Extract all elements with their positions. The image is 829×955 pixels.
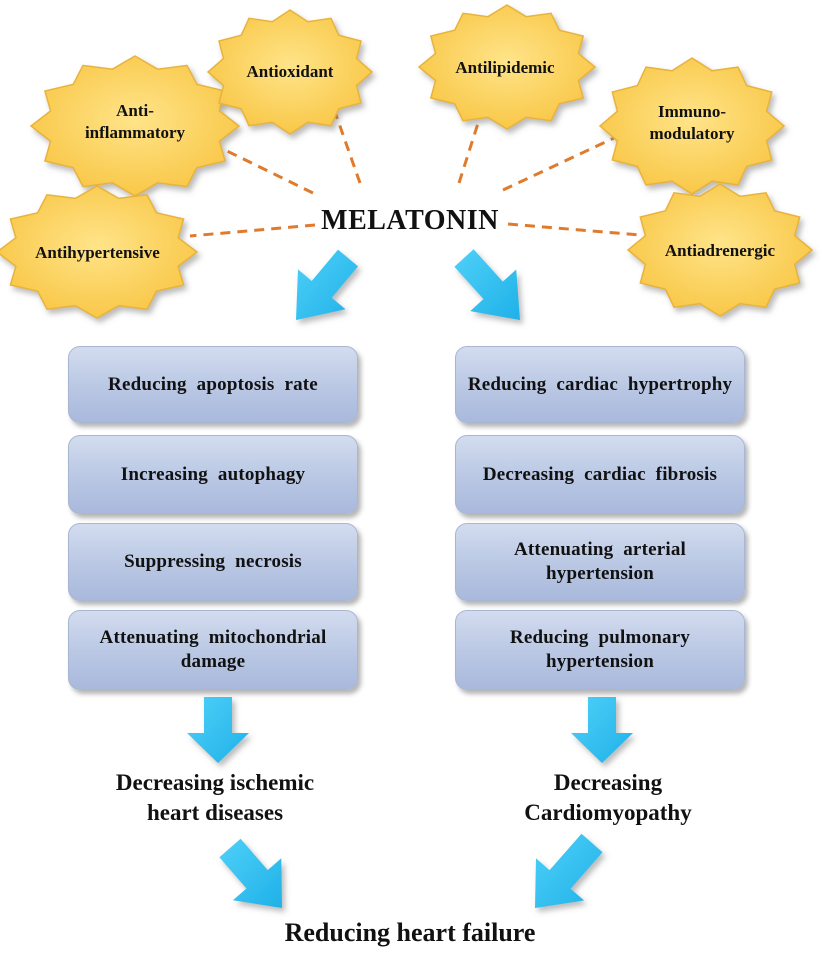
property-label-anti-inflammatory: Anti-inflammatory xyxy=(84,101,186,143)
star-shape-antiadrenergic xyxy=(626,183,814,317)
connector-immunomodulatory xyxy=(502,136,615,192)
arrow-left-to-final xyxy=(219,838,282,908)
arrow-to-left-column xyxy=(296,249,358,320)
arrow-to-left-outcome xyxy=(187,697,249,763)
property-label-antiadrenergic: Antiadrenergic xyxy=(664,241,776,260)
connector-antiadrenergic xyxy=(507,222,641,237)
effect-box-mitochondrial-damage: Attenuating mitochondrial damage xyxy=(68,610,358,690)
effect-box-arterial-hypertension: Attenuating arterial hypertension xyxy=(455,523,745,601)
property-label-immunomodulatory: Immuno-modulatory xyxy=(649,102,735,144)
property-label-antihypertensive: Antihypertensive xyxy=(35,243,160,262)
connector-antilipidemic xyxy=(457,116,482,184)
property-label-antilipidemic: Antilipidemic xyxy=(455,58,555,77)
arrow-to-right-outcome xyxy=(571,697,633,763)
final-outcome-label: Reducing heart failure xyxy=(284,918,536,947)
star-shape-antilipidemic xyxy=(417,4,597,130)
effect-box-cardiac-fibrosis: Decreasing cardiac fibrosis xyxy=(455,435,745,514)
effect-box-apoptosis: Reducing apoptosis rate xyxy=(68,346,358,423)
effect-box-cardiac-hypertrophy: Reducing cardiac hypertrophy xyxy=(455,346,745,423)
connector-antihypertensive xyxy=(189,223,316,238)
effect-box-autophagy: Increasing autophagy xyxy=(68,435,358,514)
arrow-right-to-final xyxy=(535,833,603,908)
connector-anti-inflammatory xyxy=(224,148,314,195)
arrow-to-right-column xyxy=(454,249,520,320)
star-shape-antioxidant xyxy=(206,9,374,135)
star-shape-antihypertensive xyxy=(0,185,199,319)
property-label-antioxidant: Antioxidant xyxy=(246,62,334,81)
effect-box-pulmonary-hypertension: Reducing pulmonary hypertension xyxy=(455,610,745,690)
melatonin-label: MELATONIN xyxy=(321,205,499,236)
effect-box-necrosis: Suppressing necrosis xyxy=(68,523,358,601)
connector-antioxidant xyxy=(333,111,362,184)
star-shape-immunomodulatory xyxy=(598,57,786,195)
